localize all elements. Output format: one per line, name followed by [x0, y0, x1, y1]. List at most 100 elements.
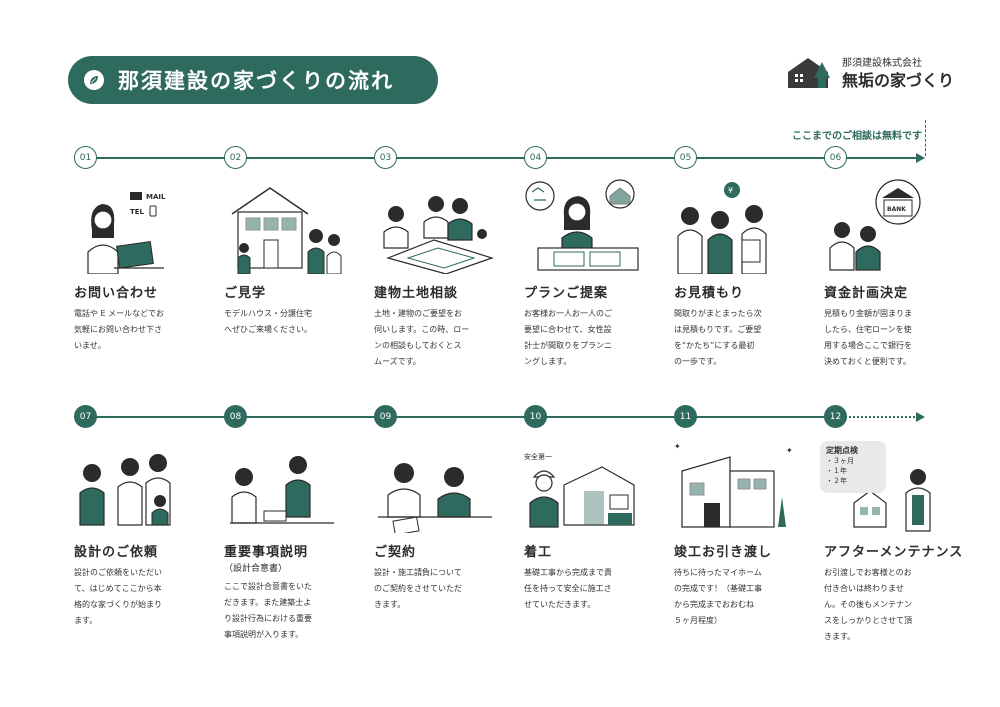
desc-line: から完成までおおむね	[674, 600, 754, 609]
step-number: 11	[674, 405, 697, 428]
svg-text:✦: ✦	[786, 446, 793, 455]
desc-line: ここで設計合意書をいた	[224, 582, 312, 591]
timeline-arrow-2	[916, 412, 925, 422]
desc-line: 決めておくと便利です。	[824, 357, 911, 366]
desc-line: したら、住宅ローンを使	[824, 325, 912, 334]
desc-line: 計士が間取りをプランニ	[524, 341, 612, 350]
leaf-icon	[84, 70, 104, 90]
free-consultation-note: ここまでのご相談は無料です	[792, 131, 922, 142]
desc-line: きます。	[374, 600, 406, 609]
step-number: 12	[824, 405, 847, 428]
company-logo: 那須建設株式会社 無垢の家づくり	[786, 52, 954, 92]
desc-line: お引渡しでお客様とのお	[824, 568, 912, 577]
step-number: 04	[524, 146, 547, 169]
completion-illustration: ✦ ✦	[674, 442, 793, 528]
contact-illustration: MAIL TEL	[87, 192, 166, 274]
desc-line: は見積もりです。ご要望	[674, 325, 762, 334]
bank-illustration: BANK	[829, 179, 921, 271]
desc-line: 要望に合わせて、女性設	[524, 325, 612, 334]
inspection-item: ・３ヶ月	[826, 457, 854, 465]
timeline-row-1	[88, 157, 918, 159]
timeline-row-2	[88, 416, 838, 418]
design-request-illustration	[79, 454, 171, 526]
desc-line: きます。	[824, 632, 856, 641]
logo-brand-name: 無垢の家づくり	[842, 71, 955, 90]
desc-line: 気軽にお問い合わせ下さ	[74, 325, 162, 334]
desc-line: の一歩です。	[674, 357, 722, 366]
step-description: モデルハウス・分譲住宅 へぜひご来場ください。	[224, 306, 352, 338]
svg-text:✦: ✦	[674, 442, 681, 451]
desc-line: 基礎工事から完成まで責	[524, 568, 612, 577]
step-description: 電話や E メールなどでお 気軽にお問い合わせ下さ いませ。	[74, 306, 202, 354]
page-title: 那須建設の家づくりの流れ	[118, 68, 394, 93]
page-title-banner: 那須建設の家づくりの流れ	[68, 56, 438, 104]
step-title: プランご提案	[524, 286, 609, 301]
step-title: 着工	[524, 545, 553, 560]
step-description: お客様お一人お一人のご 要望に合わせて、女性設 計士が間取りをプランニ ングしま…	[524, 306, 652, 370]
desc-line: の完成です！（基礎工事	[674, 584, 762, 593]
plan-proposal-illustration	[525, 179, 639, 271]
step-description: 間取りがまとまったら次 は見積もりです。ご要望 を“かたち”にする最初 の一歩で…	[674, 306, 802, 370]
step-description: 見積もり金額が固まりま したら、住宅ローンを使 用する場合ここで銀行を 決めてお…	[824, 306, 952, 370]
desc-line: 電話や E メールなどでお	[74, 309, 164, 318]
step-title: アフターメンテナンス	[824, 545, 964, 560]
desc-line: 待ちに待ったマイホーム	[674, 568, 762, 577]
desc-line: を“かたち”にする最初	[674, 341, 755, 350]
step-number: 01	[74, 146, 97, 169]
desc-line: スをしっかりとさせて頂	[824, 616, 912, 625]
step-number: 03	[374, 146, 397, 169]
step-title: 設計のご依頼	[74, 545, 159, 560]
step-title: ご見学	[224, 286, 267, 301]
desc-line: ます。	[74, 616, 98, 625]
step-title: 重要事項説明	[224, 545, 309, 560]
free-range-divider	[925, 120, 926, 156]
step-description: 待ちに待ったマイホーム の完成です！（基礎工事 から完成までおおむね ５ヶ月程度…	[674, 565, 802, 629]
step-number: 05	[674, 146, 697, 169]
timeline-arrow-1	[916, 153, 925, 163]
desc-line: 事項説明が入ります。	[224, 630, 304, 639]
desc-line: へぜひご来場ください。	[224, 325, 312, 334]
desc-line: せていただきます。	[524, 600, 596, 609]
inspection-item: ・１年	[826, 467, 847, 475]
desc-line: 付き合いは終わりませ	[824, 584, 904, 593]
step-number: 07	[74, 405, 97, 428]
step-title: ご契約	[374, 545, 417, 560]
step-subtitle: （設計合意書）	[224, 564, 288, 574]
desc-line: 設計のご依頼をいただい	[74, 568, 162, 577]
svg-text:¥: ¥	[728, 186, 733, 195]
contract-illustration	[378, 463, 492, 533]
desc-line: 用する場合ここで銀行を	[824, 341, 912, 350]
desc-line: ５ヶ月程度）	[674, 616, 722, 625]
step-title: 竣工お引き渡し	[674, 545, 773, 560]
desc-line: 格的な家づくりが始まり	[74, 600, 162, 609]
step-number: 06	[824, 146, 847, 169]
bank-label: BANK	[887, 206, 906, 213]
inspection-title: 定期点検	[826, 446, 858, 455]
step-description: 設計のご依頼をいただい て、はじめてここから本 格的な家づくりが始まり ます。	[74, 565, 202, 629]
desc-line: お客様お一人お一人のご	[524, 309, 612, 318]
step-description: 基礎工事から完成まで責 任を持って安全に施工さ せていただきます。	[524, 565, 652, 613]
desc-line: 任を持って安全に施工さ	[524, 584, 612, 593]
desc-line: いませ。	[74, 341, 106, 350]
step-description: お引渡しでお客様とのお 付き合いは終わりませ ん。その後もメンテナン スをしっか…	[824, 565, 952, 645]
maintenance-illustration	[853, 469, 931, 532]
step-title: お見積もり	[674, 286, 745, 301]
desc-line: ん。その後もメンテナン	[824, 600, 912, 609]
desc-line: ンの相談もしておくとス	[374, 341, 462, 350]
step-description: 土地・建物のご要望をお 伺いします。この時、ロー ンの相談もしておくとス ムーズ…	[374, 306, 502, 370]
desc-line: モデルハウス・分譲住宅	[224, 309, 312, 318]
desc-line: のご契約をさせていただ	[374, 584, 462, 593]
house-logo-icon	[788, 58, 830, 88]
step-description: ここで設計合意書をいた だきます。また建築士よ り設計行為における重要 事項説明…	[224, 579, 352, 643]
construction-illustration: 安全第一	[524, 452, 635, 528]
step-number: 10	[524, 405, 547, 428]
timeline-dotted-2	[838, 416, 918, 418]
step-number: 09	[374, 405, 397, 428]
desc-line: だきます。また建築士よ	[224, 598, 312, 607]
desc-line: り設計行為における重要	[224, 614, 312, 623]
logo-company-name: 那須建設株式会社	[842, 58, 922, 69]
desc-line: 間取りがまとまったら次	[674, 309, 762, 318]
step-number: 08	[224, 405, 247, 428]
desc-line: 伺いします。この時、ロー	[374, 325, 470, 334]
step-title: お問い合わせ	[74, 286, 159, 301]
